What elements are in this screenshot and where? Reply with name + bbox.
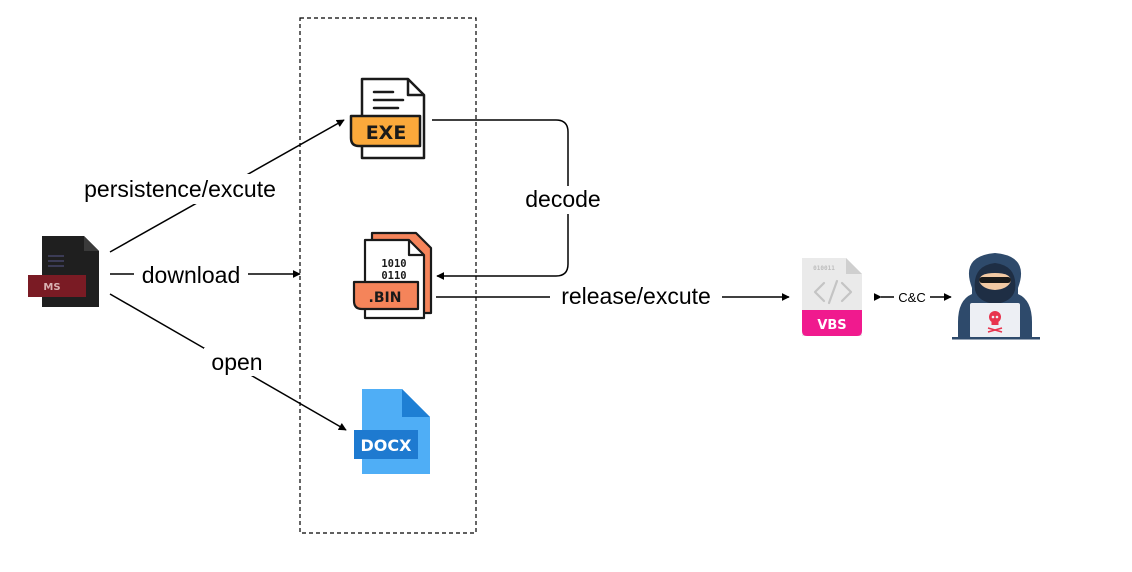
vbs-bits: 010011: [813, 265, 835, 272]
label-release: release/excute: [561, 283, 711, 309]
ms-file-badge: MS: [43, 282, 60, 293]
vbs-file-badge: VBS: [817, 318, 846, 333]
label-open: open: [211, 349, 262, 375]
ms-file-icon: MS: [28, 236, 99, 307]
label-download: download: [142, 262, 240, 288]
vbs-file-icon: 010011 VBS: [802, 258, 862, 336]
bin-file-icon: 1010 0110 .BIN: [352, 231, 433, 320]
exe-file-badge: EXE: [366, 122, 407, 144]
hooded-hacker-icon: [952, 253, 1040, 340]
dropped-files-group: [299, 17, 477, 534]
docx-file-badge: DOCX: [361, 436, 413, 455]
label-cc: C&C: [898, 290, 925, 305]
label-persistence: persistence/excute: [84, 176, 276, 202]
docx-file-icon: DOCX: [354, 389, 430, 474]
bin-bits-bottom: 0110: [381, 270, 406, 282]
label-decode: decode: [525, 186, 600, 212]
bin-bits-top: 1010: [381, 258, 406, 270]
bin-file-badge: .BIN: [369, 290, 402, 306]
exe-file-icon: EXE: [349, 77, 426, 160]
